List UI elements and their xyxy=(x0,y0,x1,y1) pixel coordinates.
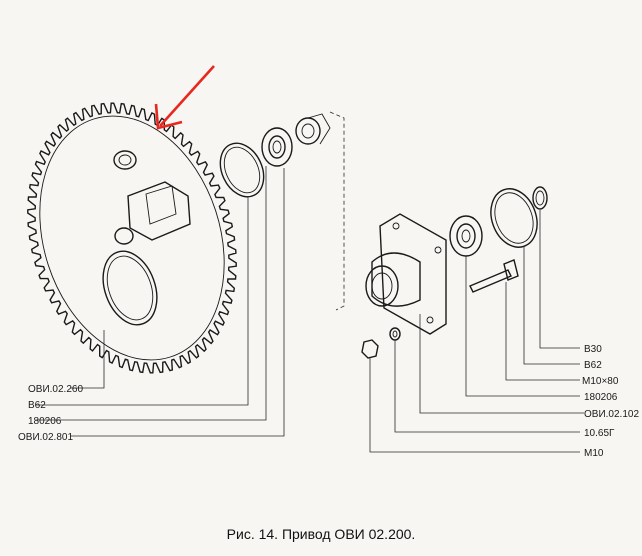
sprocket-part xyxy=(27,102,237,374)
label-b30: В30 xyxy=(584,344,602,355)
spacer-bush xyxy=(295,113,331,145)
label-180206-right: 180206 xyxy=(584,392,618,403)
bearing-right-part xyxy=(449,215,483,257)
label-180206-left: 180206 xyxy=(28,416,62,427)
nut-m10 xyxy=(361,339,379,359)
leader-lines-right xyxy=(369,210,584,453)
annotation-arrow xyxy=(154,65,215,130)
leader-lines-left xyxy=(36,166,285,437)
label-10-65g: 10.65Г xyxy=(584,428,615,439)
ring-b62-right xyxy=(490,188,538,248)
circlip-b30 xyxy=(532,186,548,210)
figure-caption: Рис. 14. Привод ОВИ 02.200. xyxy=(226,526,416,542)
label-m10x80: М10×80 xyxy=(582,376,619,387)
bolt-m10x80 xyxy=(469,259,519,293)
washer-10-65g xyxy=(389,327,401,341)
exploded-drive-drawing: ОВИ.02.260 В62 180206 ОВИ.02.801 В30 В62… xyxy=(18,65,639,459)
ring-b62-left xyxy=(219,142,265,198)
label-b62-right: В62 xyxy=(584,360,602,371)
bearing-left-part xyxy=(261,127,293,167)
label-ovi-02-260: ОВИ.02.260 xyxy=(28,384,83,395)
label-ovi-02-102: ОВИ.02.102 xyxy=(584,409,639,420)
label-m10: М10 xyxy=(584,448,604,459)
housing-part xyxy=(365,213,447,335)
label-ovi-02-801: ОВИ.02.801 xyxy=(18,432,73,443)
label-b62-left: В62 xyxy=(28,400,46,411)
